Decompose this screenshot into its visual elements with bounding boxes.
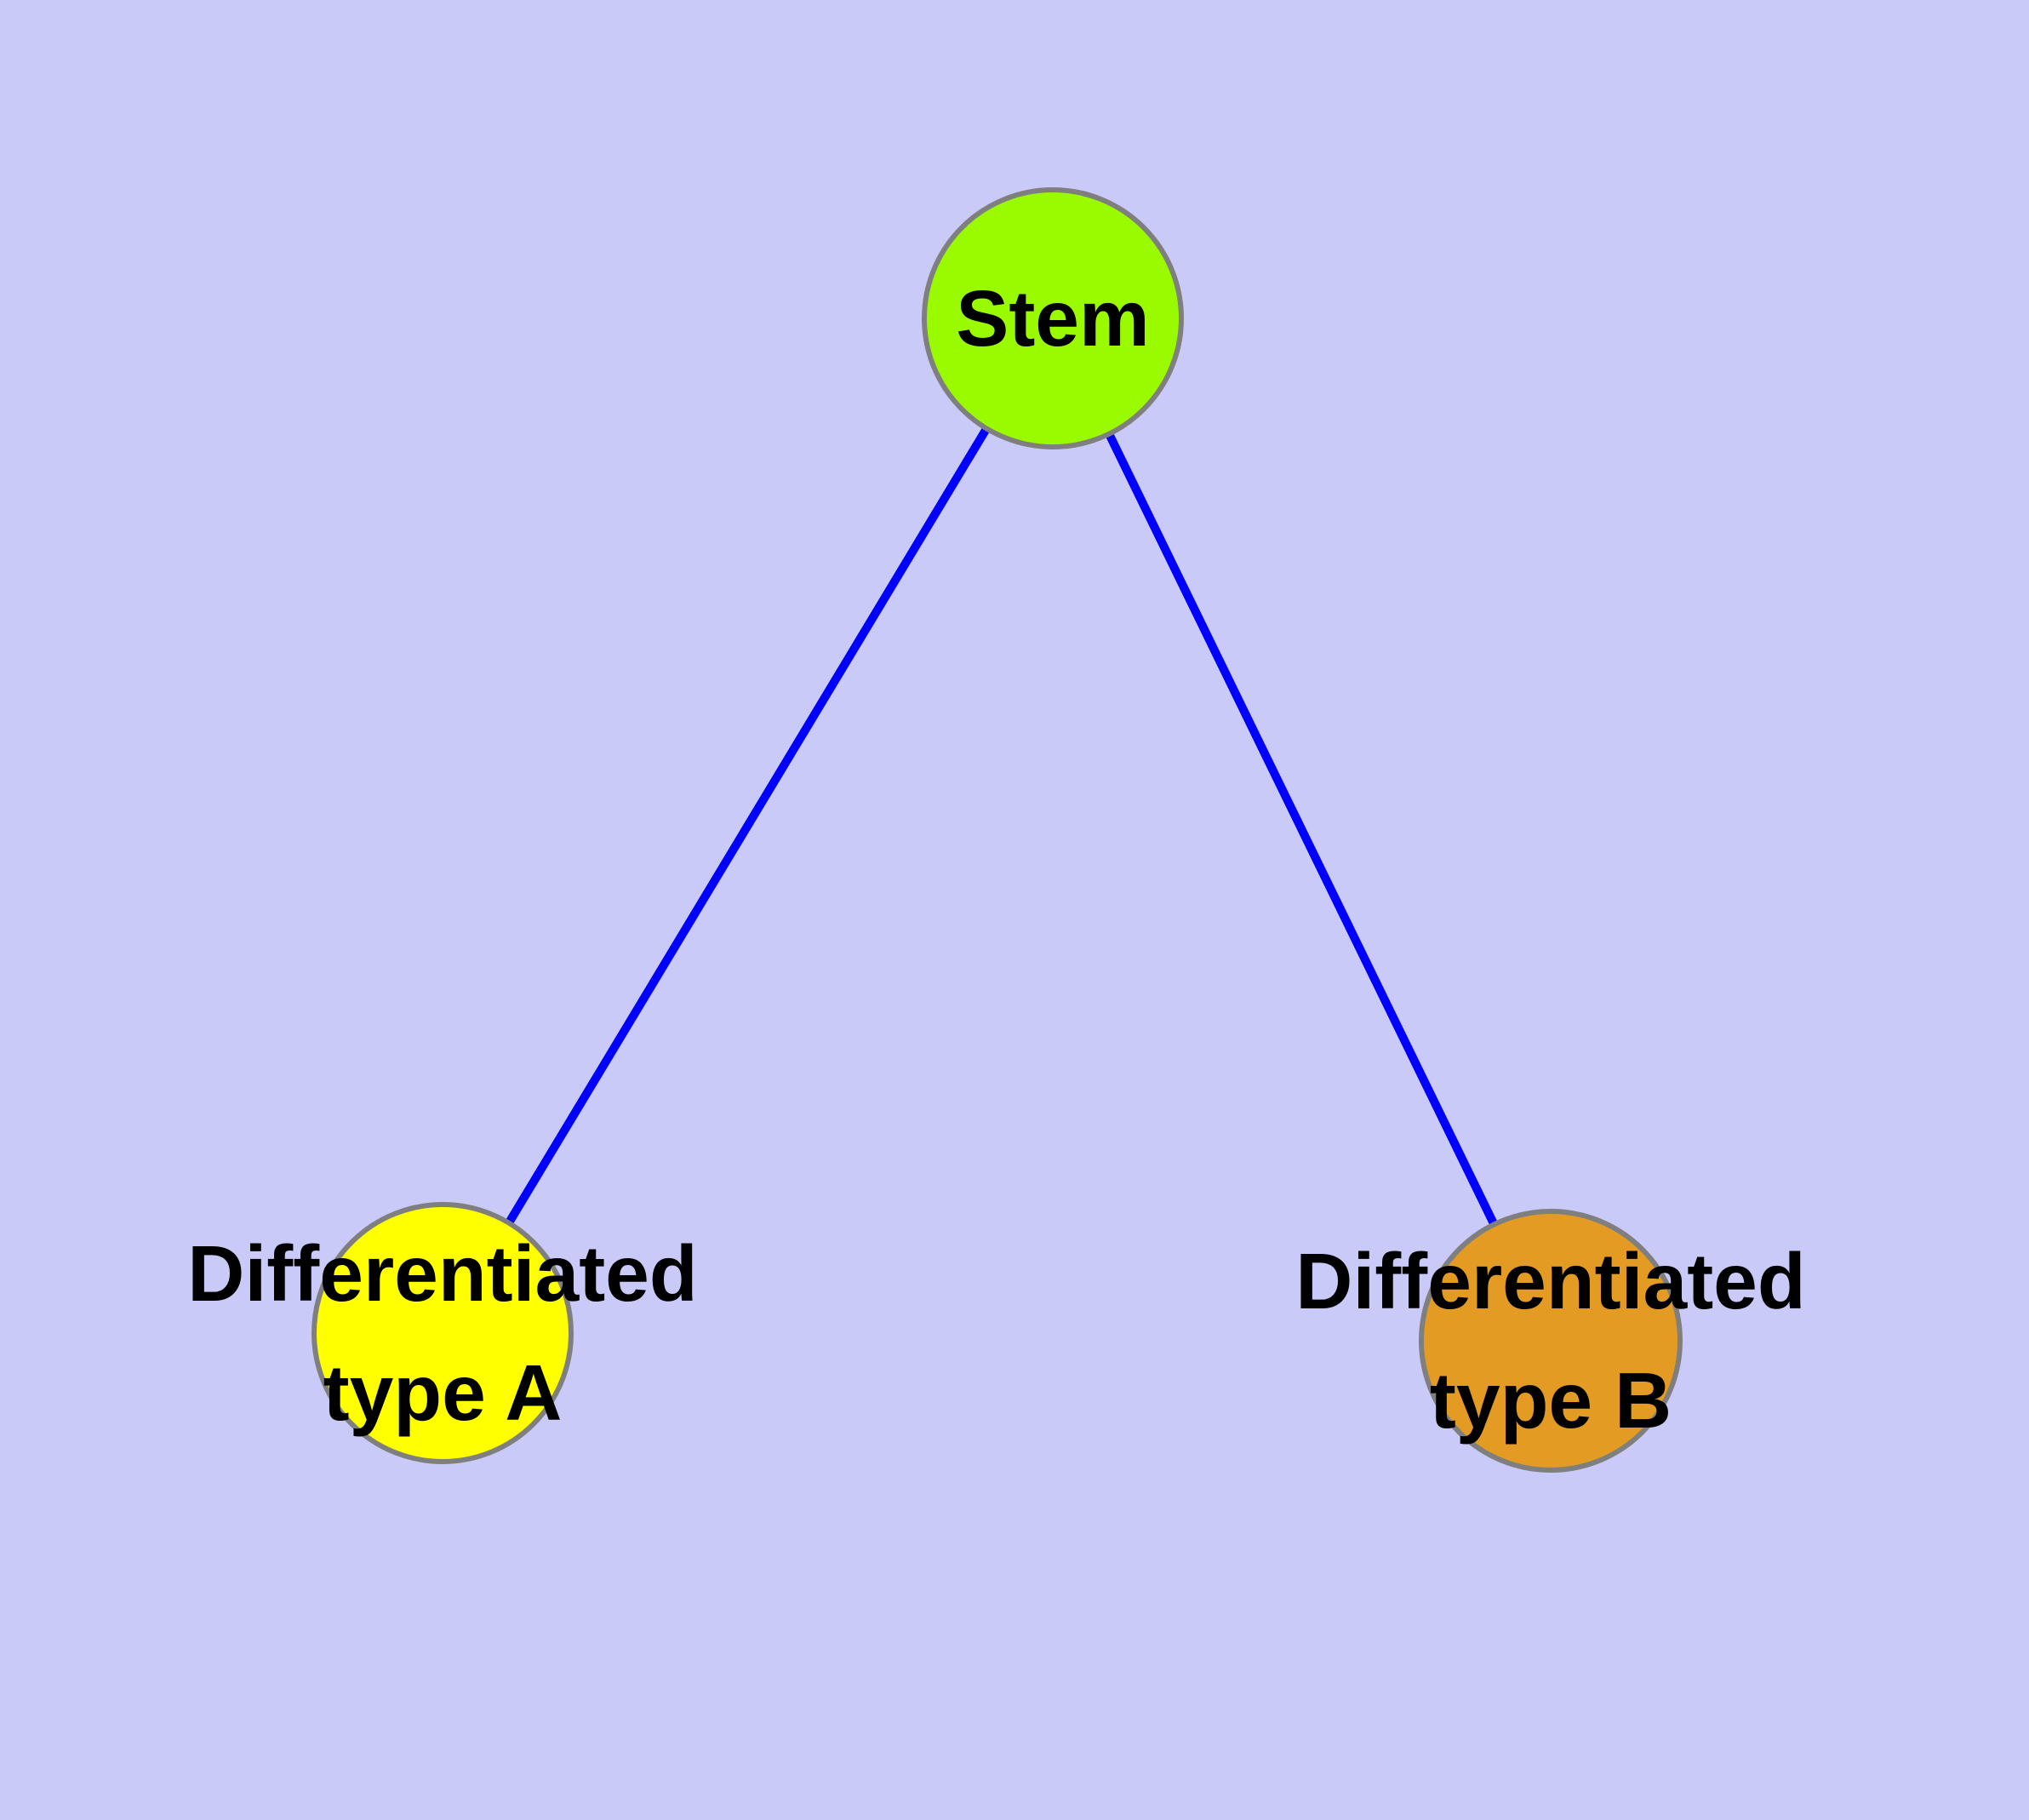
edge-stem-to-type-a: [438, 314, 1057, 1337]
edge-stem-to-type-b: [1049, 314, 1555, 1345]
node-type-b-circle: [1419, 1209, 1683, 1473]
node-type-a-circle: [311, 1202, 574, 1464]
node-stem-circle: [922, 187, 1184, 449]
